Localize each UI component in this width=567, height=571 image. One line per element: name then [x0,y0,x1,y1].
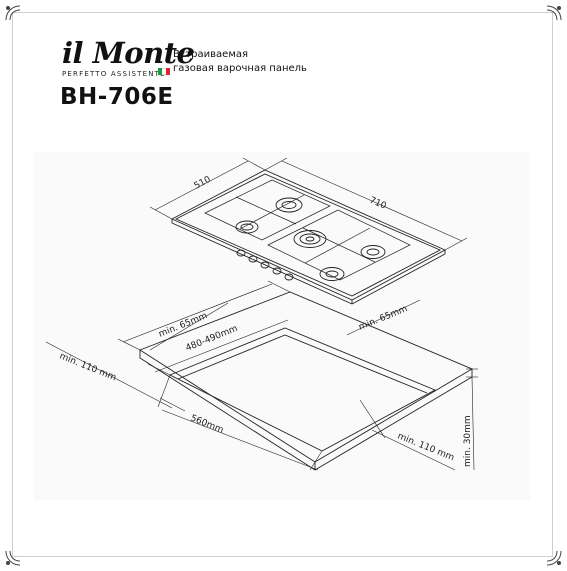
page-frame [12,12,553,557]
hob-grates [204,179,411,281]
brand-tagline: PERFETTO ASSISTENTE [62,70,166,78]
corner-ornament-icon [546,5,562,21]
corner-ornament-icon [546,550,562,566]
burner-left [235,220,259,234]
product-type: Встраиваемая газовая варочная панель [173,48,307,76]
drawing-background [34,152,530,500]
flag-stripe-white [162,68,166,75]
flag-stripe-green [158,68,162,75]
burner-front [319,267,345,281]
dim-cutout-width-label: 560mm [189,414,225,436]
burner-back-left [275,197,303,213]
model-number: BH-706E [60,84,174,110]
dim-min-right-label: min. 65mm [357,304,409,333]
brand-logo: il Monte [62,36,195,70]
dim-depth-label: 510 [193,175,213,192]
dim-cutout-depth-label: 480-490mm [184,324,239,354]
control-knobs [236,249,294,281]
product-type-line-1: Встраиваемая [173,49,249,60]
dim-min-left-label: min. 110 mm [58,352,118,384]
dim-width-label: 710 [368,196,388,212]
flag-stripe-red [166,68,170,75]
dim-min-bottom-label: min. 30mm [463,415,473,467]
italian-flag-icon [158,68,170,75]
product-type-line-2: газовая варочная панель [173,63,307,74]
burner-center-wok [293,230,327,248]
burner-right [360,245,386,259]
dim-min-front-label: min. 110 mm [396,432,456,464]
corner-ornament-icon [5,550,21,566]
cutout [168,327,437,452]
hob-dimension-lines [149,157,468,251]
burners [235,197,386,281]
cutout-dimension-lines [45,280,478,471]
corner-ornament-icon [5,5,21,21]
